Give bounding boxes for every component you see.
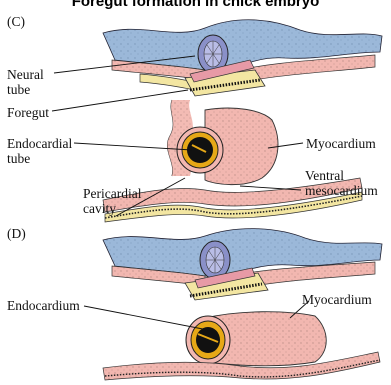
label-pericardial-cavity: Pericardial cavity [83, 186, 141, 216]
leader-endocardium [84, 306, 208, 330]
label-neural-tube: Neural tube [7, 67, 44, 97]
label-foregut: Foregut [7, 105, 49, 120]
leader-foregut [52, 90, 188, 111]
panel-label-c: (C) [7, 14, 25, 29]
panel-label-d: (D) [7, 226, 26, 241]
label-myocardium-d: Myocardium [302, 292, 372, 307]
label-ventral-mesocardium: Ventral mesocardium [305, 168, 378, 198]
label-endocardium: Endocardium [7, 298, 80, 313]
label-endocardial-tube: Endocardial tube [7, 136, 72, 166]
label-myocardium-c: Myocardium [306, 136, 376, 151]
